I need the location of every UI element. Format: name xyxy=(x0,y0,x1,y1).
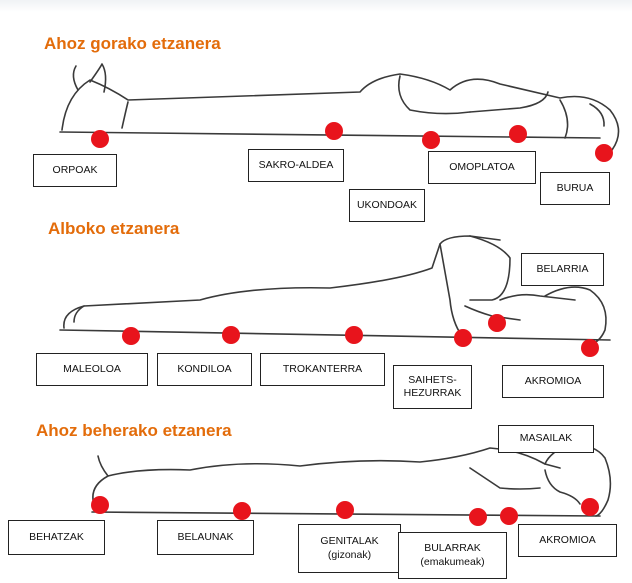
pressure-point-dot xyxy=(336,501,354,519)
pressure-point-dot xyxy=(233,502,251,520)
pressure-point-dot xyxy=(222,326,240,344)
pressure-point-dot xyxy=(509,125,527,143)
label-bularrak: BULARRAK (emakumeak) xyxy=(398,532,507,579)
pressure-point-dot xyxy=(581,339,599,357)
section-title-lateral: Alboko etzanera xyxy=(48,219,179,239)
pressure-point-dot xyxy=(422,131,440,149)
pressure-point-dot xyxy=(91,130,109,148)
label-akromioa-prone: AKROMIOA xyxy=(518,524,617,557)
pressure-point-dot xyxy=(122,327,140,345)
label-genitalak: GENITALAK (gizonak) xyxy=(298,524,401,573)
pressure-point-dot xyxy=(454,329,472,347)
label-masailak: MASAILAK xyxy=(498,425,594,453)
pressure-point-dot xyxy=(500,507,518,525)
label-saihets-hezurrak: SAIHETS-HEZURRAK xyxy=(393,365,472,409)
section-title-supine: Ahoz gorako etzanera xyxy=(44,34,221,54)
label-orpoak: ORPOAK xyxy=(33,154,117,187)
label-maleoloa: MALEOLOA xyxy=(36,353,148,386)
label-behatzak: BEHATZAK xyxy=(8,520,105,555)
label-ukondoak: UKONDOAK xyxy=(349,189,425,222)
section-title-prone: Ahoz beherako etzanera xyxy=(36,421,232,441)
pressure-point-dot xyxy=(595,144,613,162)
label-burua: BURUA xyxy=(540,172,610,205)
label-kondiloa: KONDILOA xyxy=(157,353,252,386)
pressure-point-dot xyxy=(469,508,487,526)
label-belaunak: BELAUNAK xyxy=(157,520,254,555)
label-belarria: BELARRIA xyxy=(521,253,604,286)
pressure-point-dot xyxy=(91,496,109,514)
label-akromioa-lateral: AKROMIOA xyxy=(502,365,604,398)
label-sakro-aldea: SAKRO-ALDEA xyxy=(248,149,344,182)
pressure-point-dot xyxy=(325,122,343,140)
pressure-point-dot xyxy=(488,314,506,332)
label-omoplatoa: OMOPLATOA xyxy=(428,151,536,184)
pressure-point-dot xyxy=(581,498,599,516)
label-trokanterra: TROKANTERRA xyxy=(260,353,385,386)
pressure-point-dot xyxy=(345,326,363,344)
